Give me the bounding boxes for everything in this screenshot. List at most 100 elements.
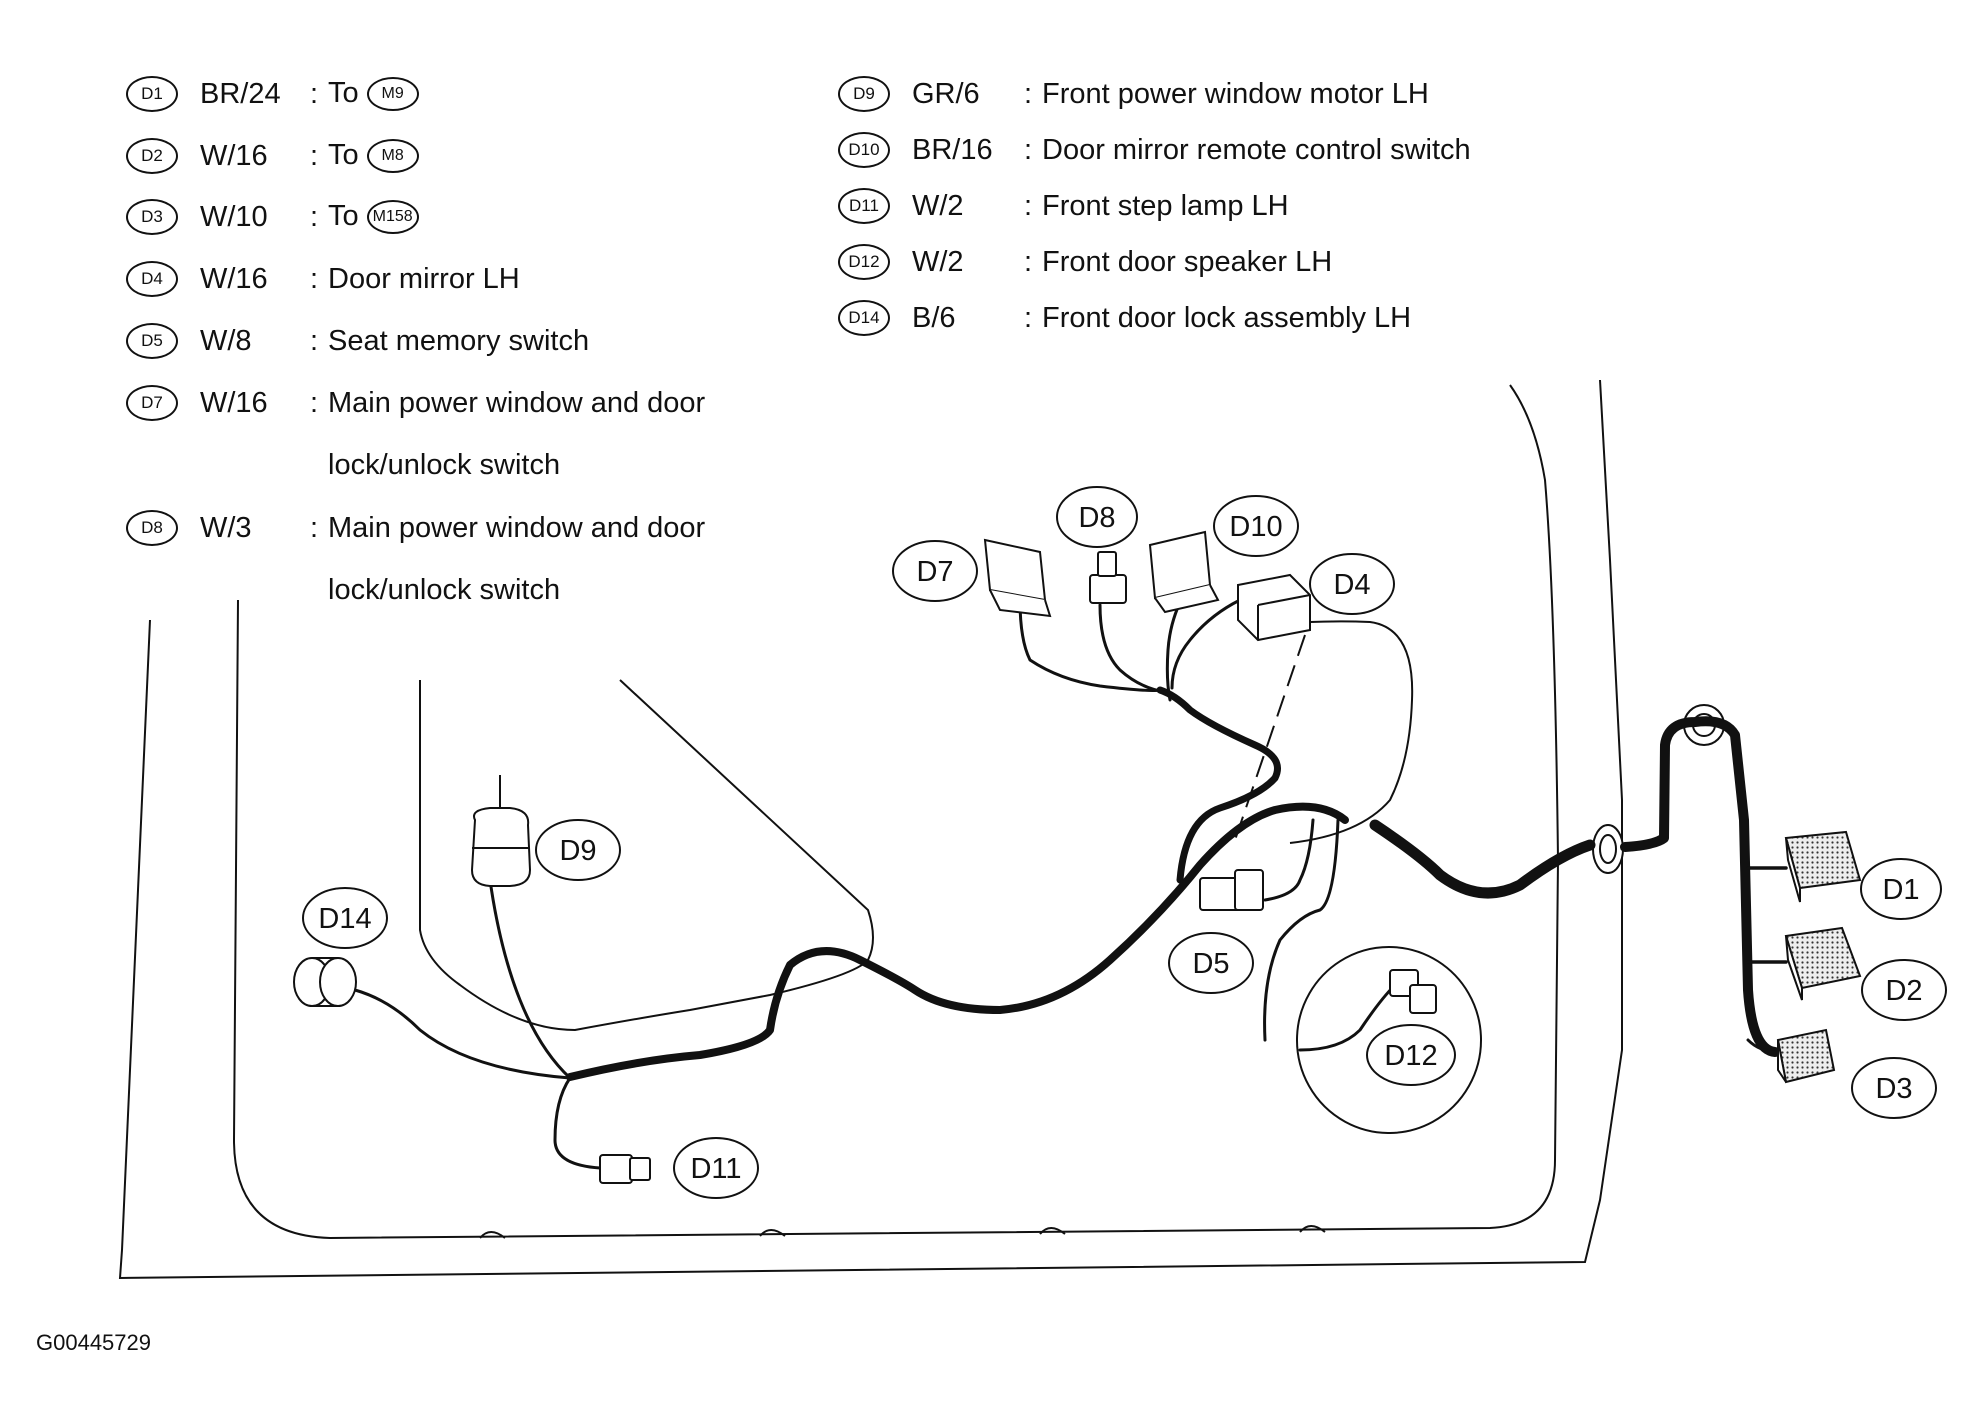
connector-description-continued: lock/unlock switch [328,574,561,606]
callout-bubble-d11 [673,1137,759,1199]
connector-code-badge: D3 [126,199,178,235]
wire-d8 [1098,603,1167,694]
speaker-opening [1296,946,1482,1134]
door-outline [118,379,1623,1280]
connector-description: Main power window and door [328,386,706,419]
mirror-area-outline [1264,620,1414,844]
connector-code-badge: D5 [126,323,178,359]
connector-code-badge: D12 [838,244,890,280]
legend-item-d12: D12 W/2 : Front door speaker LH [0,237,1700,287]
connector-description: Main power window and door [328,511,706,544]
connector-description: Front step lamp LH [1042,189,1289,222]
callout-label-d5: D5 [1192,948,1229,980]
connector-description-continued: lock/unlock switch [328,449,561,481]
connector-code-badge: D2 [126,138,178,174]
trunk-to-grommet [1369,819,1596,899]
wire-d4 [1170,598,1242,690]
connector-d4-shape [1237,573,1311,642]
connector-spec: W/2 [912,189,964,222]
wire-d12-a [1263,818,1340,1042]
callout-bubble-d5 [1168,932,1254,994]
door-panel-notches [479,1225,1326,1239]
connector-spec: W/10 [200,200,268,233]
connector-code-badge: D9 [838,76,890,112]
connector-spec: W/16 [200,262,268,295]
connector-d11-shape [599,1154,651,1184]
connector-d7-shape [983,538,1052,618]
callout-bubble-d14 [302,887,388,949]
connector-spec: W/3 [200,511,252,544]
callout-bubbles [302,486,1947,1199]
connector-d5-tab [1234,869,1264,911]
connector-spec: W/2 [912,245,964,278]
grommet-front-inner [1599,834,1617,864]
legend-colon: : [310,200,319,233]
connectors-shaded [1776,830,1862,1084]
connector-description: Front door lock assembly LH [1042,301,1412,334]
connectors [293,530,1437,1184]
connector-spec: B/6 [912,301,956,334]
connector-code-badge: D10 [838,132,890,168]
legend-item-d14: D14 B/6 : Front door lock assembly LH [0,293,1700,343]
connector-d2-face [1785,935,1803,1001]
callout-bubble-d2 [1861,959,1947,1021]
callout-label-d9: D9 [559,835,596,867]
legend-colon: : [310,262,319,295]
legend-colon: : [1024,133,1033,166]
connector-spec: BR/24 [200,77,281,110]
branch-d7-d8-d10 [1156,686,1281,884]
connector-code-badge: D4 [126,261,178,297]
door-inner-panel [232,384,1560,1240]
callout-label-d2: D2 [1885,975,1922,1007]
wire-d12-b [1298,983,1397,1052]
connector-ref-badge: M9 [366,77,419,112]
legend-colon: : [1024,301,1033,334]
harness-main [566,686,1788,1081]
connector-d5-shape [1199,869,1264,911]
callout-label-d4: D4 [1333,569,1370,601]
legend-colon: : [310,511,319,544]
connector-d7-front [989,589,1052,618]
callout-bubble-d9 [535,819,621,881]
connector-code-badge: D14 [838,300,890,336]
connector-d11-tab [629,1157,651,1181]
connector-description: Seat memory switch [328,324,590,357]
wire-d14 [353,988,572,1080]
connector-d10-front [1154,584,1220,614]
legend-colon: : [310,139,319,172]
connector-code-badge: D11 [838,188,890,224]
connector-d3-face [1777,1039,1787,1083]
connector-d10-shape [1148,530,1220,614]
door-outer-edge [118,379,1623,1280]
legend-colon: : [1024,77,1033,110]
legend-colon: : [310,324,319,357]
connector-d12-shape [1389,969,1437,1014]
connector-spec: W/8 [200,324,252,357]
connector-d9-shape [470,807,532,887]
connector-d8-body [1089,574,1127,604]
connector-d3-shape [1776,1028,1836,1084]
callout-bubble-d10 [1213,495,1299,557]
wire-d9 [488,878,572,1080]
callout-label-d7: D7 [916,556,953,588]
wire-d11 [553,1076,602,1170]
callout-bubble-d8 [1056,486,1138,548]
connector-code-badge: D1 [126,76,178,112]
wire-d5 [1263,818,1315,902]
legend-colon: : [310,386,319,419]
callout-label-d14: D14 [318,903,371,935]
legend-item-d10: D10 BR/16 : Door mirror remote control s… [0,125,1700,175]
connector-d12-tab [1409,984,1437,1014]
connector-d11-body [599,1154,633,1184]
legend-colon: : [1024,189,1033,222]
figure-id: G00445729 [36,1330,151,1355]
connector-d1-shape [1784,830,1862,903]
legend-item-d5: D5 W/8 : Seat memory switch [0,316,800,366]
legend-item-d11: D11 W/2 : Front step lamp LH [0,181,1700,231]
